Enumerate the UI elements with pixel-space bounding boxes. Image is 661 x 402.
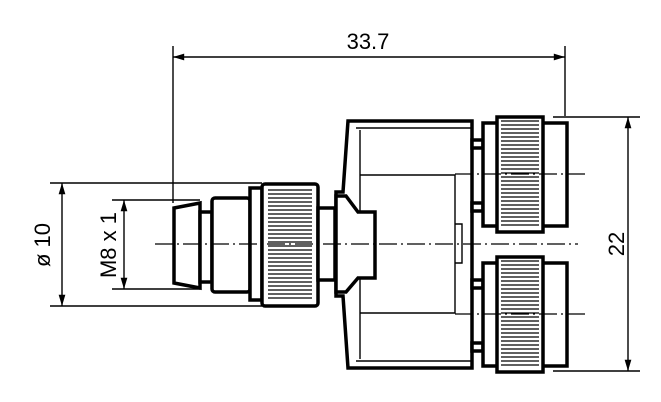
dimension-diameter: ø 10	[30, 182, 262, 307]
splitter-body	[334, 119, 485, 370]
knurl-lower	[501, 260, 539, 366]
dimension-height-label: 22	[604, 232, 629, 256]
dimension-length-label: 33.7	[347, 29, 390, 54]
knurl-main	[268, 189, 312, 299]
male-connector	[172, 182, 337, 308]
knurl-upper	[501, 120, 539, 226]
dimension-thread: M8 x 1	[96, 199, 200, 290]
dimension-length: 33.7	[172, 29, 566, 203]
dimension-height: 22	[553, 116, 640, 372]
dimension-thread-label: M8 x 1	[96, 212, 121, 278]
dimension-diameter-label: ø 10	[30, 223, 55, 267]
